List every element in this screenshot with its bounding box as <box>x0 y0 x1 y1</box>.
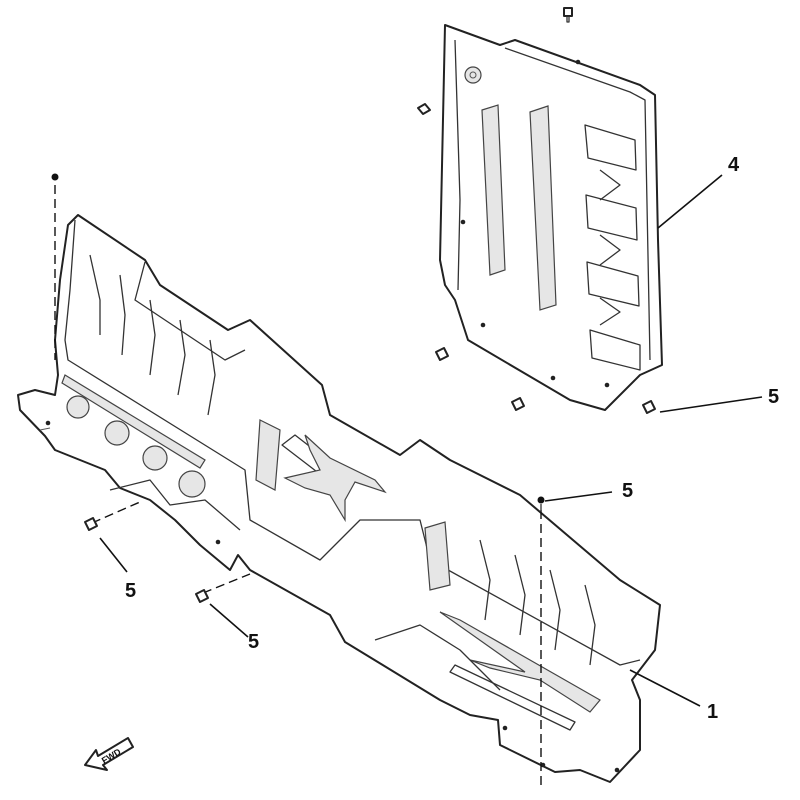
callout-4: 4 <box>728 154 740 176</box>
alignment-line-bolt-b <box>202 573 251 594</box>
bolt-fastener <box>84 517 98 531</box>
leader-line-5-left-a <box>99 537 128 573</box>
leader-line-1 <box>629 669 701 707</box>
bolt-fastener <box>537 496 545 512</box>
bolt-fastener <box>51 173 59 181</box>
leader-line-5-right <box>659 396 763 413</box>
skid-plate-upper <box>439 24 663 411</box>
bolt-fastener <box>435 347 449 361</box>
skid-plate-lower <box>17 214 661 783</box>
leader-line-5-left-b <box>209 603 249 638</box>
bolt-fastener <box>417 103 431 115</box>
bolt-fastener <box>195 589 209 603</box>
callout-5-mid: 5 <box>622 480 633 502</box>
bolt-fastener <box>511 397 525 411</box>
forward-arrow-icon: FWD <box>84 737 134 771</box>
leader-line-5-mid <box>544 491 613 502</box>
bolt-fastener <box>642 400 656 414</box>
callout-5-right: 5 <box>768 386 779 408</box>
callout-5-left-a: 5 <box>125 580 136 602</box>
callout-5-left-b: 5 <box>248 631 259 653</box>
leader-line-4 <box>657 174 723 229</box>
bolt-fastener <box>563 7 573 23</box>
callout-1: 1 <box>707 701 718 723</box>
alignment-line-bolt-a <box>91 501 141 524</box>
